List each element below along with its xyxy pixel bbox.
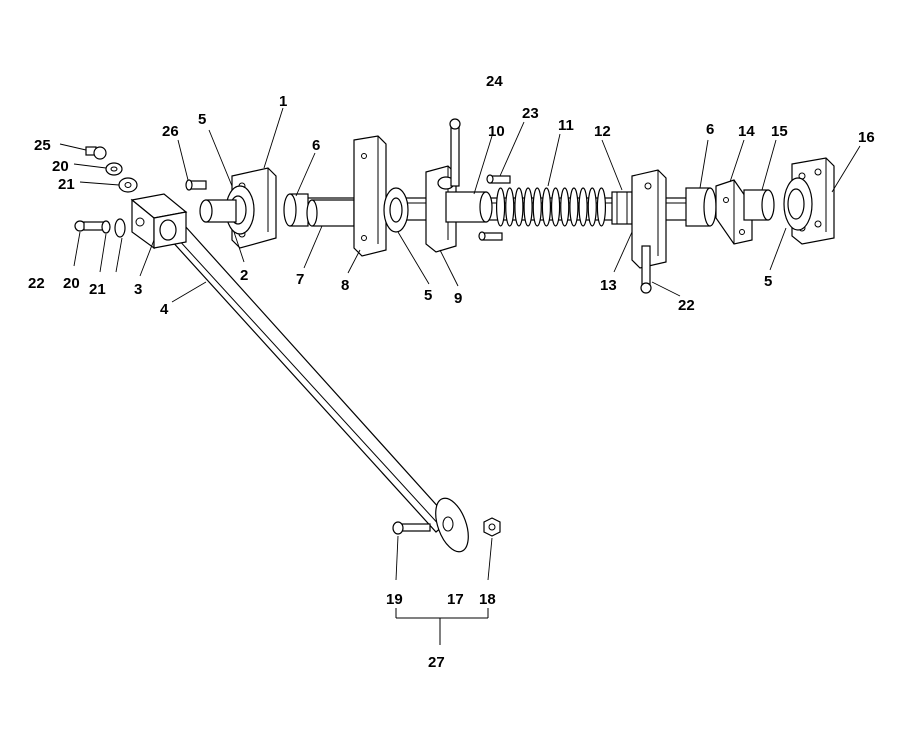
screw-26	[185, 179, 207, 191]
callout-20-top: 20	[52, 158, 69, 175]
callout-5-mid: 5	[424, 287, 432, 304]
collar-6-left	[283, 193, 309, 227]
callout-18: 18	[479, 591, 496, 608]
spring-coil	[560, 187, 570, 227]
callout-26: 26	[162, 123, 179, 140]
sleeve-15	[743, 189, 775, 221]
bolt-22-left	[74, 218, 126, 238]
callout-7: 7	[296, 271, 304, 288]
bolt-19	[392, 521, 431, 535]
spring-11	[495, 187, 607, 227]
spring-coil	[569, 187, 579, 227]
spring-coil	[514, 187, 524, 227]
callout-10: 10	[488, 123, 505, 140]
callout-16: 16	[858, 129, 875, 146]
pin-23-lower	[478, 231, 503, 241]
spring-coil	[495, 187, 506, 227]
callout-25: 25	[34, 137, 51, 154]
spring-coil	[541, 187, 552, 227]
callout-20-bottom: 20	[63, 275, 80, 292]
bolt-24	[449, 118, 461, 187]
group-bracket	[395, 608, 489, 645]
spring-coil	[596, 187, 607, 227]
callout-24: 24	[486, 73, 503, 90]
callout-22-left: 22	[28, 275, 45, 292]
screw-25	[85, 146, 107, 160]
spring-coil	[578, 187, 588, 227]
nut-18	[483, 517, 501, 537]
sleeve-7	[306, 199, 355, 227]
callout-11: 11	[558, 117, 574, 134]
callout-labels: 1 2 3 4 5 5 5 6 6 7 8 9 10 11 12 13 14 1…	[28, 73, 875, 671]
callout-4: 4	[160, 301, 169, 318]
lever-arm	[159, 215, 451, 533]
bracket-9	[425, 165, 493, 253]
callout-15: 15	[771, 123, 788, 140]
callout-21-bottom: 21	[89, 281, 106, 298]
callout-3: 3	[134, 281, 142, 298]
spring-coil	[587, 187, 597, 227]
plate-8	[353, 135, 387, 257]
spring-coil	[532, 187, 542, 227]
callout-6-left: 6	[312, 137, 320, 154]
plate-14	[715, 179, 753, 245]
spring-coil	[523, 187, 533, 227]
callout-23: 23	[522, 105, 539, 122]
callout-5-left: 5	[198, 111, 206, 128]
spring-coil	[550, 187, 561, 227]
callout-2: 2	[240, 267, 248, 284]
callout-21-top: 21	[58, 176, 75, 193]
clamp-block	[130, 193, 188, 250]
callout-5-right: 5	[764, 273, 772, 290]
washer-21-top	[118, 177, 138, 193]
collar-6-right	[685, 187, 717, 227]
bearing-5-mid	[383, 187, 409, 233]
callout-27: 27	[428, 654, 445, 671]
nut-12	[611, 191, 633, 225]
callout-14: 14	[738, 123, 755, 140]
shaft-stub	[199, 199, 237, 223]
callout-17: 17	[447, 591, 464, 608]
washer-20-top	[105, 162, 123, 176]
spring-coil	[505, 187, 515, 227]
callout-13: 13	[600, 277, 617, 294]
callout-1: 1	[279, 93, 287, 110]
callout-12: 12	[594, 123, 611, 140]
bracket-13	[631, 169, 667, 269]
callout-9: 9	[454, 290, 462, 307]
bolt-22-lower	[640, 245, 652, 294]
callout-19: 19	[386, 591, 403, 608]
leader-lines	[59, 107, 861, 581]
callout-6-right: 6	[706, 121, 714, 138]
callout-8: 8	[341, 277, 349, 294]
pin-23-upper	[486, 174, 511, 184]
end-plate	[435, 497, 469, 553]
callout-22-right: 22	[678, 297, 695, 314]
flange-bearing-16	[783, 157, 835, 245]
